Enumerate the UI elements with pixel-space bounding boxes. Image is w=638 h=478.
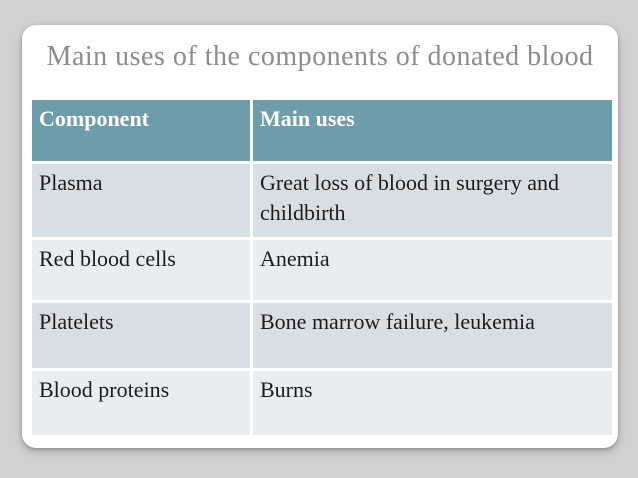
components-table: Component Main uses Plasma Great loss of… bbox=[32, 100, 612, 435]
table-cell-component: Blood proteins bbox=[32, 371, 250, 435]
table-cell-component: Plasma bbox=[32, 164, 250, 237]
table-cell-main-uses: Great loss of blood in surgery and child… bbox=[253, 164, 612, 237]
table-header-main-uses: Main uses bbox=[253, 100, 612, 161]
slide-card: Main uses of the components of donated b… bbox=[22, 25, 618, 448]
slide-title: Main uses of the components of donated b… bbox=[46, 41, 594, 72]
table-cell-main-uses: Burns bbox=[253, 371, 612, 435]
table-cell-component: Red blood cells bbox=[32, 240, 250, 300]
table-cell-component: Platelets bbox=[32, 303, 250, 368]
table-header-component: Component bbox=[32, 100, 250, 161]
table-cell-main-uses: Bone marrow failure, leukemia bbox=[253, 303, 612, 368]
table-cell-main-uses: Anemia bbox=[253, 240, 612, 300]
